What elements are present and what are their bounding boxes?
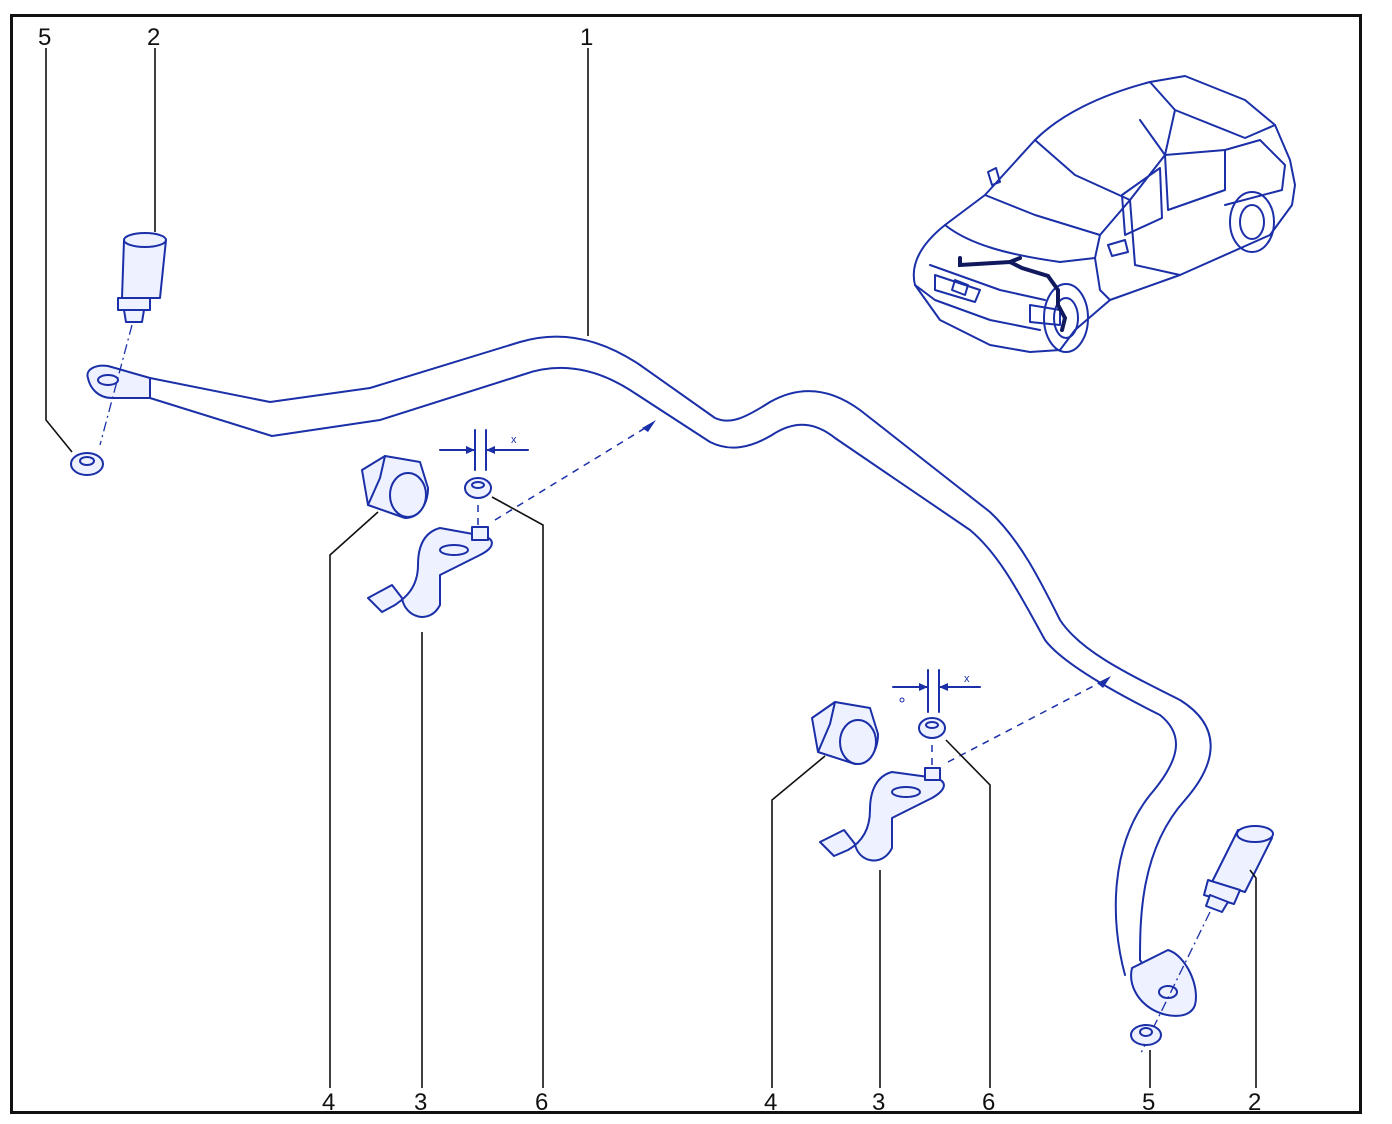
bracket-left (367, 527, 493, 618)
leader-lines (45, 48, 1257, 1088)
dimension-x-left: x (511, 434, 517, 446)
dimension-left: x (439, 429, 529, 471)
nut-6-left (464, 477, 492, 499)
link-rod-right (1139, 825, 1274, 1056)
callout-1-bar: 1 (580, 24, 593, 51)
nut-left (70, 452, 104, 476)
bushing-left (361, 455, 429, 519)
callout-4-left: 4 (322, 1089, 335, 1116)
nut-6-right (918, 717, 946, 739)
stud-left (471, 526, 489, 541)
callout-4-right: 4 (764, 1089, 777, 1116)
drawing-frame (10, 14, 1362, 1114)
callout-2-right: 2 (1248, 1089, 1261, 1116)
dimension-right: x (892, 669, 981, 713)
bar-end-right (1130, 949, 1197, 1017)
nut-right (1130, 1024, 1162, 1046)
stud-right (924, 767, 941, 781)
stabilizer-bar (149, 335, 1212, 991)
link-rod-left (99, 232, 167, 446)
bracket-right (819, 771, 945, 862)
arrow-left (642, 420, 656, 432)
callout-5-right: 5 (1142, 1089, 1155, 1116)
callout-3-left: 3 (414, 1089, 427, 1116)
car-illustration (912, 75, 1296, 353)
callout-6-right: 6 (982, 1089, 995, 1116)
callout-6-left: 6 (535, 1089, 548, 1116)
bushing-right (811, 701, 879, 765)
callout-3-right: 3 (872, 1089, 885, 1116)
callout-5-top-left: 5 (38, 24, 51, 51)
callout-2-top-left: 2 (147, 24, 160, 51)
bar-end-left (86, 364, 151, 399)
dimension-x-right: x (964, 673, 970, 685)
arrow-right (1097, 676, 1111, 688)
